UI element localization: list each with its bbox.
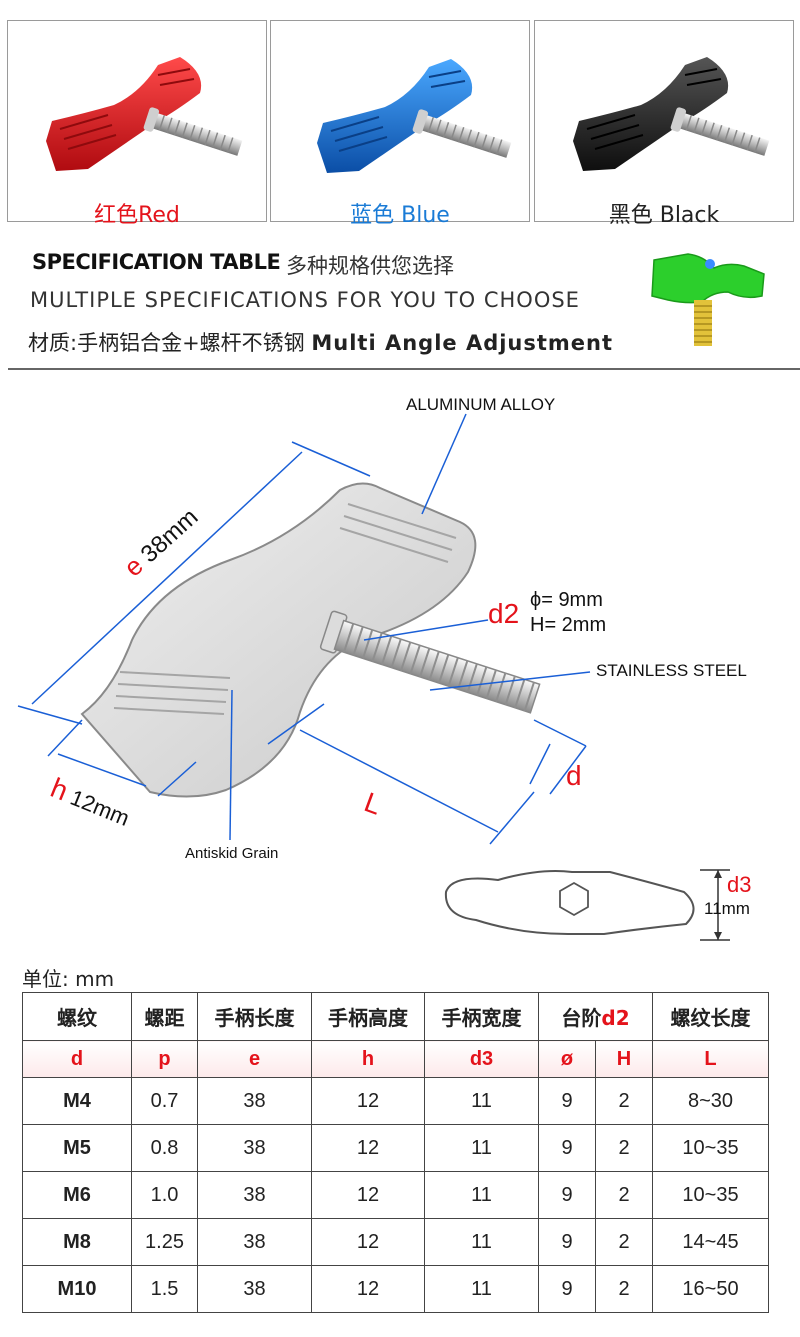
d2-symbol: d2 bbox=[488, 598, 520, 629]
table-cell: 38 bbox=[197, 1077, 312, 1125]
table-cell: 11 bbox=[424, 1171, 539, 1219]
swatch-blue-label: 蓝色 Blue bbox=[350, 203, 450, 228]
table-cell: 11 bbox=[424, 1265, 539, 1313]
table-cell: 12 bbox=[311, 1171, 425, 1219]
table-cell: M5 bbox=[22, 1124, 132, 1172]
table-row: M5 0.8 38 12 11 9 2 10~35 bbox=[22, 1124, 770, 1172]
d2-h-value: H= 2mm bbox=[530, 614, 607, 636]
symbol-cell: ø bbox=[538, 1040, 596, 1078]
swatch-red-label: 红色Red bbox=[94, 203, 180, 228]
header-pitch: 螺距 bbox=[131, 992, 198, 1041]
table-symbol-row: d p e h d3 ø H L bbox=[22, 1040, 770, 1078]
table-cell: 9 bbox=[538, 1265, 596, 1313]
table-cell: M4 bbox=[22, 1077, 132, 1125]
table-cell: 12 bbox=[311, 1218, 425, 1266]
spec-table: 螺纹 螺距 手柄长度 手柄高度 手柄宽度 台阶d2 螺纹长度 d p e h d… bbox=[22, 992, 770, 1313]
table-cell: 0.8 bbox=[131, 1124, 198, 1172]
table-cell: 1.25 bbox=[131, 1218, 198, 1266]
table-cell: 38 bbox=[197, 1218, 312, 1266]
table-cell: 12 bbox=[311, 1265, 425, 1313]
header-step: 台阶d2 bbox=[537, 992, 654, 1041]
table-cell: 0.7 bbox=[131, 1077, 198, 1125]
header-step-suffix: d2 bbox=[601, 1006, 630, 1030]
header-thread: 螺纹 bbox=[22, 992, 132, 1041]
header-handle-length: 手柄长度 bbox=[197, 992, 312, 1041]
table-cell: 14~45 bbox=[652, 1218, 770, 1266]
table-cell: 12 bbox=[311, 1124, 425, 1172]
swatch-red: 红色Red bbox=[7, 20, 267, 228]
spec-subtitle: MULTIPLE SPECIFICATIONS FOR YOU TO CHOOS… bbox=[30, 288, 580, 312]
symbol-cell: h bbox=[311, 1040, 425, 1078]
table-row: M8 1.25 38 12 11 9 2 14~45 bbox=[22, 1218, 770, 1266]
cross-section bbox=[444, 869, 730, 941]
symbol-cell: d3 bbox=[424, 1040, 539, 1078]
dimension-lines bbox=[17, 413, 591, 845]
table-header-row: 螺纹 螺距 手柄长度 手柄高度 手柄宽度 台阶d2 螺纹长度 bbox=[22, 992, 770, 1041]
table-row: M10 1.5 38 12 11 9 2 16~50 bbox=[22, 1265, 770, 1313]
section-divider bbox=[8, 368, 800, 370]
symbol-cell: H bbox=[594, 1040, 654, 1078]
dimension-diagram bbox=[17, 413, 730, 941]
grip-ridges bbox=[113, 503, 457, 715]
table-cell: 9 bbox=[538, 1077, 596, 1125]
table-cell: 11 bbox=[424, 1077, 539, 1125]
table-cell: 2 bbox=[594, 1124, 654, 1172]
table-cell: 2 bbox=[594, 1171, 654, 1219]
spec-title-cn: 多种规格供您选择 bbox=[286, 254, 454, 278]
symbol-cell: p bbox=[131, 1040, 198, 1078]
table-cell: 2 bbox=[594, 1077, 654, 1125]
table-cell: M6 bbox=[22, 1171, 132, 1219]
table-row: M6 1.0 38 12 11 9 2 10~35 bbox=[22, 1171, 770, 1219]
symbol-cell: e bbox=[197, 1040, 312, 1078]
screw-shape bbox=[319, 610, 541, 714]
green-knob-image bbox=[651, 253, 765, 346]
spec-material-line: 材质:手柄铝合金+螺杆不锈钢 Multi Angle Adjustment bbox=[28, 327, 613, 357]
symbol-cell: d bbox=[22, 1040, 132, 1078]
d3-symbol: d3 bbox=[727, 872, 752, 897]
header-handle-width: 手柄宽度 bbox=[424, 992, 539, 1041]
header-handle-height: 手柄高度 bbox=[311, 992, 425, 1041]
aluminum-alloy-label: ALUMINUM ALLOY bbox=[406, 395, 556, 414]
handle-shape bbox=[80, 482, 477, 798]
table-cell: 2 bbox=[594, 1218, 654, 1266]
d-symbol: d bbox=[566, 760, 582, 791]
header-thread-length: 螺纹长度 bbox=[652, 992, 770, 1041]
d3-value: 11mm bbox=[704, 899, 750, 918]
table-row: M4 0.7 38 12 11 9 2 8~30 bbox=[22, 1077, 770, 1125]
table-cell: 38 bbox=[197, 1171, 312, 1219]
header-step-text: 台阶 bbox=[561, 1006, 602, 1030]
spec-title: SPECIFICATION TABLE bbox=[32, 250, 281, 274]
table-cell: 11 bbox=[424, 1124, 539, 1172]
table-cell: 10~35 bbox=[652, 1124, 770, 1172]
unit-label: 单位: mm bbox=[22, 967, 115, 991]
table-cell: M8 bbox=[22, 1218, 132, 1266]
d2-phi-value: ϕ= 9mm bbox=[530, 589, 603, 611]
swatch-black: 黑色 Black bbox=[534, 20, 794, 228]
material-cn: 材质:手柄铝合金+螺杆不锈钢 bbox=[28, 331, 305, 355]
symbol-cell: L bbox=[652, 1040, 770, 1078]
table-cell: 8~30 bbox=[652, 1077, 770, 1125]
red-knob-image bbox=[46, 57, 243, 171]
swatch-blue: 蓝色 Blue bbox=[270, 20, 530, 228]
antiskid-grain-label: Antiskid Grain bbox=[185, 845, 279, 862]
table-cell: 38 bbox=[197, 1124, 312, 1172]
table-cell: 9 bbox=[538, 1218, 596, 1266]
black-knob-image bbox=[573, 57, 770, 171]
table-cell: 9 bbox=[538, 1171, 596, 1219]
table-cell: 12 bbox=[311, 1077, 425, 1125]
table-cell: 16~50 bbox=[652, 1265, 770, 1313]
blue-knob-image bbox=[317, 59, 512, 173]
feature-text: Multi Angle Adjustment bbox=[311, 331, 614, 355]
table-cell: 1.5 bbox=[131, 1265, 198, 1313]
swatch-black-label: 黑色 Black bbox=[608, 203, 720, 228]
table-cell: 10~35 bbox=[652, 1171, 770, 1219]
table-cell: 1.0 bbox=[131, 1171, 198, 1219]
table-cell: 38 bbox=[197, 1265, 312, 1313]
table-cell: 11 bbox=[424, 1218, 539, 1266]
table-cell: 2 bbox=[594, 1265, 654, 1313]
stainless-steel-label: STAINLESS STEEL bbox=[596, 661, 747, 680]
table-cell: 9 bbox=[538, 1124, 596, 1172]
table-cell: M10 bbox=[22, 1265, 132, 1313]
